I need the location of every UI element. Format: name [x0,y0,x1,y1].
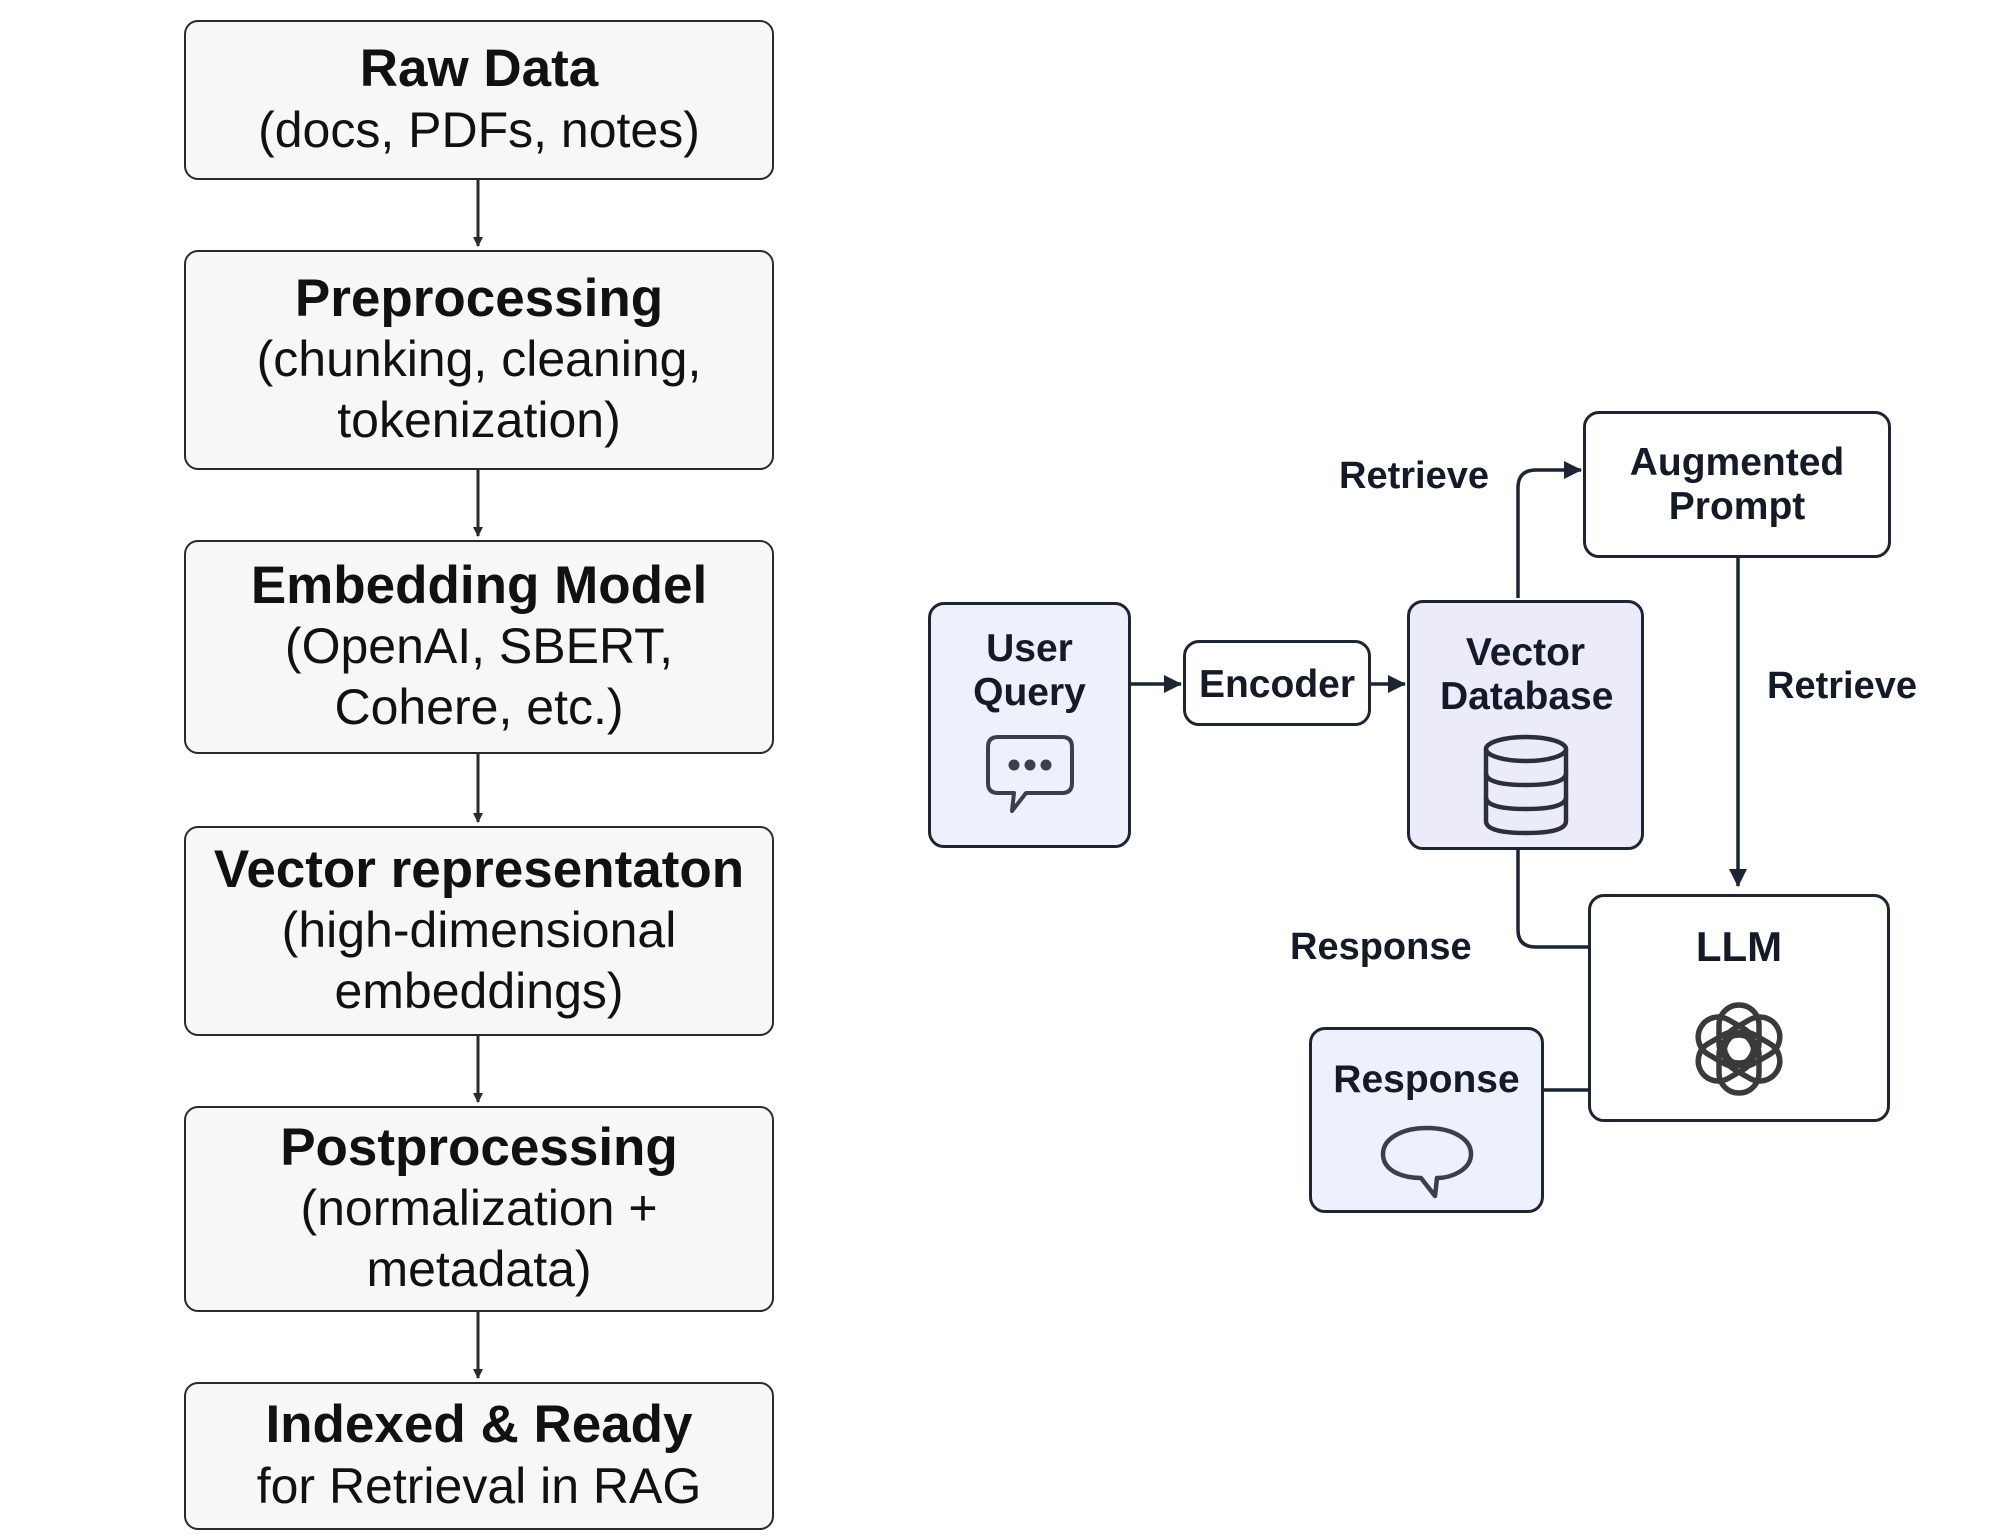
node-vector-database: Vector Database [1407,600,1644,850]
edge-label-retrieve-top: Retrieve [1339,455,1489,497]
node-label: Augmented Prompt [1629,441,1845,528]
node-label: LLM [1695,923,1783,970]
database-icon [1481,733,1571,847]
step-description: (high-dimensional embeddings) [281,902,677,1020]
node-llm: LLM [1588,894,1890,1122]
arrow-vectordb-to-augmented-prompt [1516,461,1582,598]
node-user-query: User Query [928,602,1131,848]
edge-label-response: Response [1290,926,1472,968]
step-preprocessing: Preprocessing (chunking, cleaning, token… [184,250,774,470]
node-label: Encoder [1198,663,1356,706]
node-response: Response [1309,1027,1544,1213]
step-postprocessing: Postprocessing (normalization + metadata… [184,1106,774,1312]
node-encoder: Encoder [1183,640,1371,726]
step-title: Postprocessing [280,1117,678,1177]
step-title: Raw Data [359,39,599,99]
step-description: (docs, PDFs, notes) [258,101,700,158]
step-description: (OpenAI, SBERT, Cohere, etc.) [284,618,674,736]
node-augmented-prompt: Augmented Prompt [1583,411,1891,558]
step-raw-data: Raw Data (docs, PDFs, notes) [184,20,774,180]
step-title: Embedding Model [250,555,708,615]
step-vector-representation: Vector representaton (high-dimensional e… [184,826,774,1036]
step-indexed-ready: Indexed & Ready for Retrieval in RAG [184,1382,774,1530]
node-label: Vector Database [1440,631,1614,718]
step-description: for Retrieval in RAG [256,1457,702,1514]
openai-logo-icon [1679,989,1799,1119]
node-label: Response [1333,1058,1520,1101]
line-vectordb-to-llm [1516,850,1588,949]
step-embedding-model: Embedding Model (OpenAI, SBERT, Cohere, … [184,540,774,754]
edge-label-retrieve-right: Retrieve [1767,665,1917,707]
step-title: Preprocessing [294,268,664,328]
step-title: Indexed & Ready [265,1395,693,1455]
step-title: Vector representaton [213,839,745,899]
step-description: (chunking, cleaning, tokenization) [256,331,702,449]
step-description: (normalization + metadata) [300,1180,658,1298]
chat-bubble-dots-icon [984,733,1076,827]
speech-bubble-icon [1379,1124,1475,1210]
node-label: User Query [973,627,1086,714]
